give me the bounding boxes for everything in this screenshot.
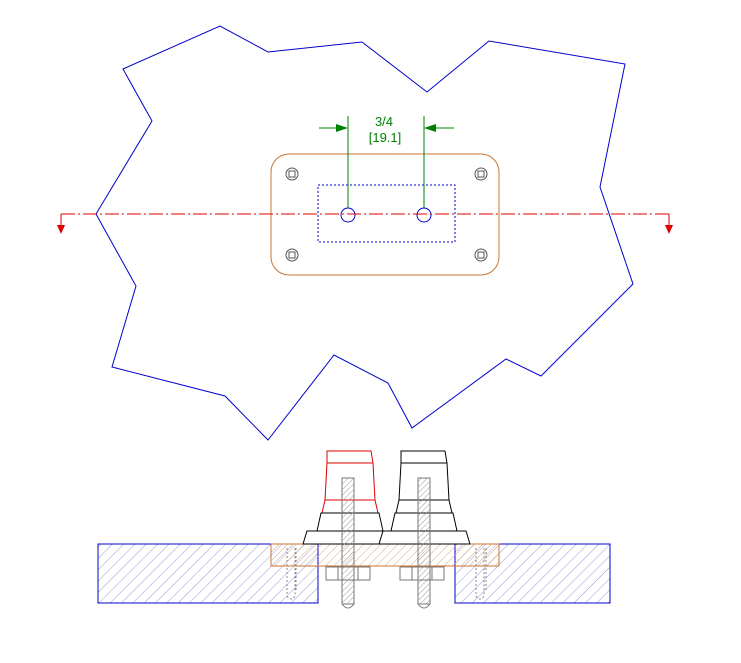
post-hole-left [340,207,356,223]
section-view [97,450,611,609]
plate-screw-bottom-right [474,248,488,262]
dimension-inch-label: 3/4 [375,114,393,129]
hidden-screw-right [475,548,485,600]
plate-screw-top-left [285,167,299,181]
section-arrow-right-icon [665,225,673,234]
plan-view: 3/4 [19.1] [57,25,673,441]
red-post-stud [341,477,355,609]
dim-arrow-right-icon [424,124,436,132]
post-hole-right [416,207,432,223]
panel-cutout-hidden [317,184,456,243]
spacing-dimension: 3/4 [19.1] [319,114,454,208]
black-post-nut [399,566,445,581]
section-arrow-left-icon [57,225,65,234]
plate-section [270,543,500,567]
red-post-nut [325,566,371,581]
plate-screw-top-right [474,167,488,181]
panel-break-outline [95,25,634,441]
hidden-screw-left [286,548,296,600]
plate-screw-bottom-left [285,248,299,262]
black-post-stud [417,477,431,609]
dim-arrow-left-icon [336,124,348,132]
dimension-mm-label: [19.1] [369,130,402,145]
